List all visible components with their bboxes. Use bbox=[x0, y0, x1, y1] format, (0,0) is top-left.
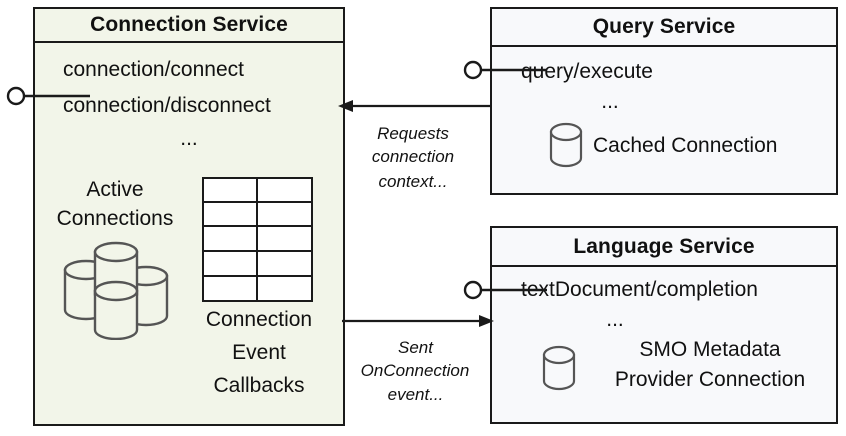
edge-label-sent-line3: event... bbox=[387, 385, 444, 404]
callbacks-label-line1: Connection bbox=[205, 308, 313, 331]
active-connections-label-line1: Active bbox=[86, 178, 144, 201]
language-service-ellipsis: ... bbox=[606, 308, 624, 331]
language-service-interface-lollipop[interactable] bbox=[463, 278, 553, 307]
connection-service-interface-lollipop[interactable] bbox=[6, 84, 96, 113]
active-connections-label-line2: Connections bbox=[56, 207, 174, 230]
callbacks-table-icon bbox=[202, 177, 314, 307]
edge-label-sent-line2: OnConnection bbox=[360, 361, 470, 380]
query-service-interface-lollipop[interactable] bbox=[463, 58, 553, 87]
smo-metadata-label-line2: Provider Connection bbox=[614, 368, 806, 391]
database-cluster-icon bbox=[55, 238, 177, 345]
query-service-operation-0: query/execute bbox=[521, 60, 653, 83]
component-query-service[interactable]: Query Service bbox=[490, 7, 838, 195]
edge-requests-connection-context bbox=[336, 96, 496, 121]
query-service-ellipsis: ... bbox=[601, 90, 619, 113]
edge-sent-onconnection-event bbox=[340, 311, 496, 336]
cached-connection-cylinder-icon bbox=[548, 122, 584, 173]
smo-metadata-label-line1: SMO Metadata bbox=[639, 338, 781, 361]
cached-connection-label: Cached Connection bbox=[593, 134, 778, 157]
language-service-title: Language Service bbox=[492, 228, 836, 267]
query-service-title: Query Service bbox=[492, 9, 836, 47]
connection-service-title: Connection Service bbox=[35, 9, 343, 43]
edge-label-requests-line2: connection bbox=[371, 147, 455, 166]
language-service-operation-0: textDocument/completion bbox=[521, 278, 758, 301]
edge-label-requests-line1: Requests bbox=[377, 124, 449, 143]
callbacks-label-line2: Event bbox=[232, 341, 286, 364]
edge-label-sent-line1: Sent bbox=[398, 338, 433, 357]
connection-service-operation-0: connection/connect bbox=[63, 58, 244, 81]
connection-service-operation-1: connection/disconnect bbox=[63, 94, 271, 117]
callbacks-label-line3: Callbacks bbox=[213, 374, 305, 397]
smo-metadata-cylinder-icon bbox=[541, 345, 577, 396]
edge-label-requests-line3: context... bbox=[378, 172, 448, 191]
component-language-service[interactable]: Language Service bbox=[490, 226, 838, 424]
connection-service-ellipsis: ... bbox=[180, 127, 198, 150]
